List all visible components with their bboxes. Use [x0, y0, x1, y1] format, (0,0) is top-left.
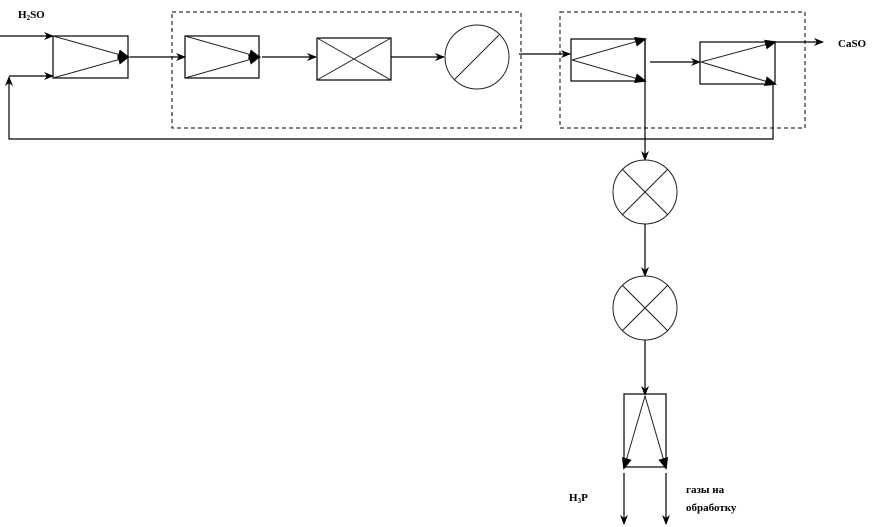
node-unit-x — [316, 37, 392, 81]
label-output-acid: H3P — [569, 492, 588, 505]
group-section-1 — [171, 11, 522, 129]
group-section-2 — [559, 11, 806, 129]
node-mixer — [52, 35, 130, 79]
node-circle-slash — [444, 24, 510, 90]
label-output-salt: CaSO — [838, 38, 867, 50]
label-output-gases-line2: обработку — [686, 502, 737, 514]
node-splitter — [622, 393, 668, 470]
node-separator-1 — [570, 36, 647, 84]
node-crossed-circle-2 — [612, 275, 678, 341]
label-input-acid: H2SO — [18, 9, 45, 22]
node-separator-2 — [699, 39, 777, 86]
node-reactor-1 — [184, 35, 261, 79]
edge-recycle — [4, 76, 774, 140]
node-crossed-circle-1 — [612, 159, 678, 225]
label-output-gases-line1: газы на — [686, 484, 725, 496]
